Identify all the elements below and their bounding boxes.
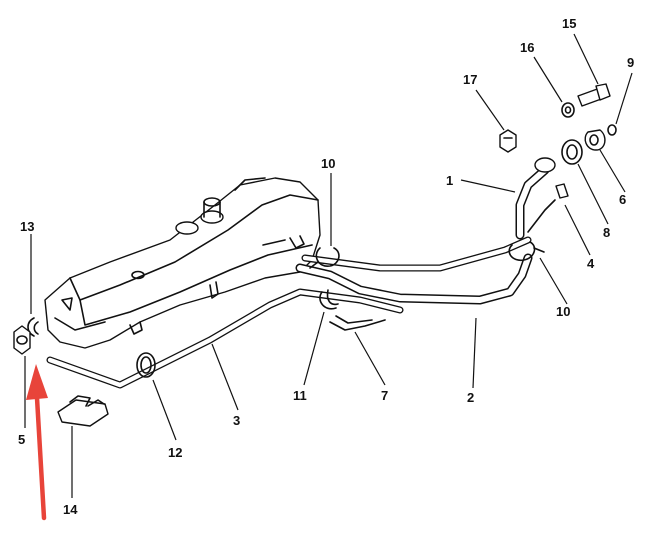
clamp-10-left: [309, 247, 340, 269]
callout-5: 5: [18, 432, 25, 447]
fitting-5: [13, 325, 31, 355]
grommet-17: [499, 129, 517, 153]
callout-7: 7: [381, 388, 388, 403]
callout-10-top: 10: [321, 156, 335, 171]
clamp-13: [27, 317, 39, 337]
callout-16: 16: [520, 40, 534, 55]
washer-16: [561, 102, 575, 118]
callout-14: 14: [63, 502, 78, 517]
hose-3: [46, 288, 404, 389]
callout-8: 8: [603, 225, 610, 240]
bracket-14: [57, 395, 109, 427]
clamp-11: [319, 289, 339, 310]
callout-6: 6: [619, 192, 626, 207]
red-pointer-arrow: [26, 364, 48, 521]
leader-lines: [24, 33, 633, 498]
gasket-8: [561, 139, 583, 165]
callout-11: 11: [293, 388, 307, 403]
hose-7: [329, 315, 386, 331]
callout-labels: 1 2 3 4 5 6 7 8 9 10 10 11 12 13 14 15 1…: [18, 16, 634, 517]
clamp-10-right: [508, 241, 545, 262]
hose-1-elbow: [515, 157, 556, 240]
callout-1: 1: [446, 173, 453, 188]
hose-2: [295, 236, 533, 305]
callout-3: 3: [233, 413, 240, 428]
cap-6: [584, 129, 606, 151]
bolt-15: [577, 83, 611, 107]
callout-17: 17: [463, 72, 477, 87]
callout-10-right: 10: [556, 304, 570, 319]
oring-9: [607, 124, 617, 136]
callout-4: 4: [587, 256, 595, 271]
callout-15: 15: [562, 16, 576, 31]
callout-12: 12: [168, 445, 182, 460]
valve-cover: [44, 177, 321, 349]
callout-13: 13: [20, 219, 34, 234]
fitting-4: [555, 183, 569, 199]
callout-9: 9: [627, 55, 634, 70]
clamp-12: [136, 352, 156, 378]
callout-2: 2: [467, 390, 474, 405]
